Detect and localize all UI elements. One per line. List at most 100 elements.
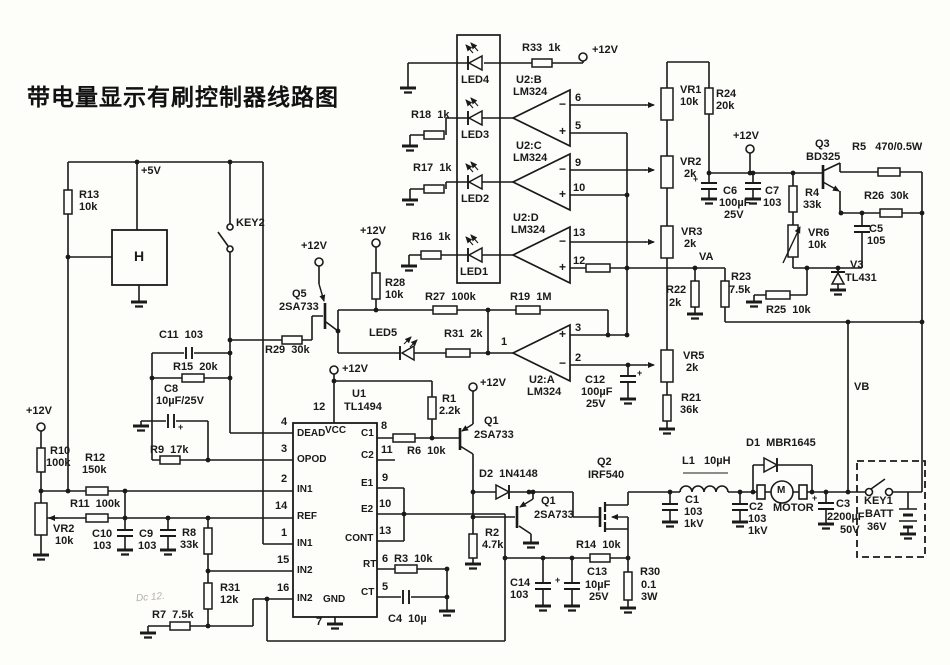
label-r2-name: R2 xyxy=(485,527,500,539)
v12-terminal-r28 xyxy=(371,238,381,248)
label-c1b-v: 1kV xyxy=(684,518,704,530)
label-u1-part: TL1494 xyxy=(344,401,382,413)
label-v12-r28: +12V xyxy=(360,225,386,237)
label-r31b: R31 2k xyxy=(444,328,483,340)
label-vr6-name: VR6 xyxy=(808,227,830,239)
label-r33: R33 1k xyxy=(522,42,561,54)
label-c12-plus: + xyxy=(637,368,643,378)
label-led4: LED4 xyxy=(461,74,490,86)
label-r30-val: 0.1 xyxy=(641,579,657,591)
label-u2b-minus: − xyxy=(559,97,567,111)
label-r31a-val: 12k xyxy=(220,594,239,606)
label-motor: MOTOR xyxy=(773,502,814,514)
led5-diode xyxy=(400,344,415,362)
label-c8-val: 10µF/25V xyxy=(156,395,204,407)
led4-ray-2 xyxy=(470,42,479,52)
label-q1b-part: 2SA733 xyxy=(534,509,574,521)
label-r3: R3 10k xyxy=(394,553,433,565)
label-r9: R9 17k xyxy=(150,444,189,456)
label-vr6-val: 10k xyxy=(808,239,827,251)
v12-terminal-left xyxy=(36,422,46,432)
q1a-emitter-arrow xyxy=(461,423,474,432)
label-r29: R29 30k xyxy=(265,344,310,356)
label-c3-val: 2200µF xyxy=(827,511,865,523)
label-vr3-val: 2k xyxy=(684,238,697,250)
label-r24-name: R24 xyxy=(716,88,737,100)
label-c1b-name: C1 xyxy=(685,494,700,506)
label-c13-name: C13 xyxy=(587,566,608,578)
led1-diode xyxy=(467,246,483,264)
label-pr9: 9 xyxy=(382,472,389,484)
label-in2a: IN2 xyxy=(297,565,313,576)
label-h: H xyxy=(134,248,145,264)
label-u2c-minus: − xyxy=(559,162,567,176)
opamp-u2d xyxy=(511,225,571,285)
label-vr2t-val: 2k xyxy=(684,168,697,180)
label-c12-val: 100µF xyxy=(581,386,613,398)
label-v12-tr: +12V xyxy=(733,130,759,142)
label-c9-name: C9 xyxy=(139,528,154,540)
page-title: 带电量显示有刷控制器线路图 xyxy=(27,84,339,110)
label-u2d-part: LM324 xyxy=(511,224,546,236)
label-r7: R7 7.5k xyxy=(152,609,194,621)
label-r10-name: R10 xyxy=(50,445,71,457)
diodes xyxy=(400,54,846,501)
label-q1a-name: Q1 xyxy=(484,415,499,427)
label-r28-val: 10k xyxy=(385,289,404,301)
label-pin10: 10 xyxy=(573,182,586,194)
label-v5: +5V xyxy=(141,165,161,177)
key2-contact-b xyxy=(226,245,234,253)
label-r24-val: 20k xyxy=(716,100,735,112)
label-u2c-name: U2:C xyxy=(516,140,542,152)
label-c9-val: 103 xyxy=(138,540,157,552)
label-vb: VB xyxy=(854,381,870,393)
label-c5-val: 105 xyxy=(867,235,886,247)
label-pin9: 9 xyxy=(575,157,582,169)
label-pc2: C2 xyxy=(361,450,374,461)
motor-symbol xyxy=(756,480,808,504)
label-c12-name: C12 xyxy=(585,374,606,386)
label-vr2b-val: 10k xyxy=(55,535,74,547)
label-key1: KEY1 xyxy=(864,495,893,507)
label-u2d-name: U2:D xyxy=(513,212,539,224)
label-c10-val: 103 xyxy=(93,540,112,552)
label-pin13: 13 xyxy=(573,227,586,239)
opamp-triangles xyxy=(511,88,571,383)
label-c13-v: 25V xyxy=(589,591,609,603)
label-led5: LED5 xyxy=(369,327,398,339)
label-r11: R11 100k xyxy=(70,498,121,510)
label-q3-part: BD325 xyxy=(806,151,841,163)
hall-throttle-block xyxy=(111,229,168,286)
label-c11: C11 103 xyxy=(159,329,204,341)
label-r5: R5 470/0.5W xyxy=(852,141,923,153)
label-c6-val: 100µF xyxy=(719,197,751,209)
label-pl4: 4 xyxy=(281,416,288,428)
led2-ray-2 xyxy=(470,161,479,171)
label-c14-val: 103 xyxy=(510,589,529,601)
label-r22-name: R22 xyxy=(666,284,687,296)
label-r28-name: R28 xyxy=(385,277,406,289)
label-pe1: E1 xyxy=(361,478,374,489)
key1-contact-b xyxy=(884,487,894,497)
label-c13-val: 10µF xyxy=(585,579,611,591)
label-pcont: CONT xyxy=(345,533,374,544)
led2-diode xyxy=(467,173,483,191)
label-c4: C4 10µ xyxy=(388,613,427,625)
v12-terminal-q1 xyxy=(468,382,478,392)
terminal-circles xyxy=(36,52,894,497)
label-q1b-name: Q1 xyxy=(541,495,556,507)
led5-ray-2 xyxy=(409,339,418,348)
label-gnd: GND xyxy=(323,594,346,605)
battery-key1-box xyxy=(856,460,926,558)
label-q2-name: Q2 xyxy=(597,456,612,468)
label-c6-plus: + xyxy=(693,174,699,184)
label-vcc: VCC xyxy=(325,425,347,436)
label-u2a-name: U2:A xyxy=(529,374,555,386)
label-u2b-part: LM324 xyxy=(513,86,548,98)
label-u2d-plus: + xyxy=(559,260,567,274)
label-d2: D2 1N4148 xyxy=(479,468,538,480)
label-u2a-part: LM324 xyxy=(527,386,562,398)
label-c8-name: C8 xyxy=(164,383,179,395)
label-va: VA xyxy=(699,251,714,263)
label-r4-val: 33k xyxy=(803,199,822,211)
